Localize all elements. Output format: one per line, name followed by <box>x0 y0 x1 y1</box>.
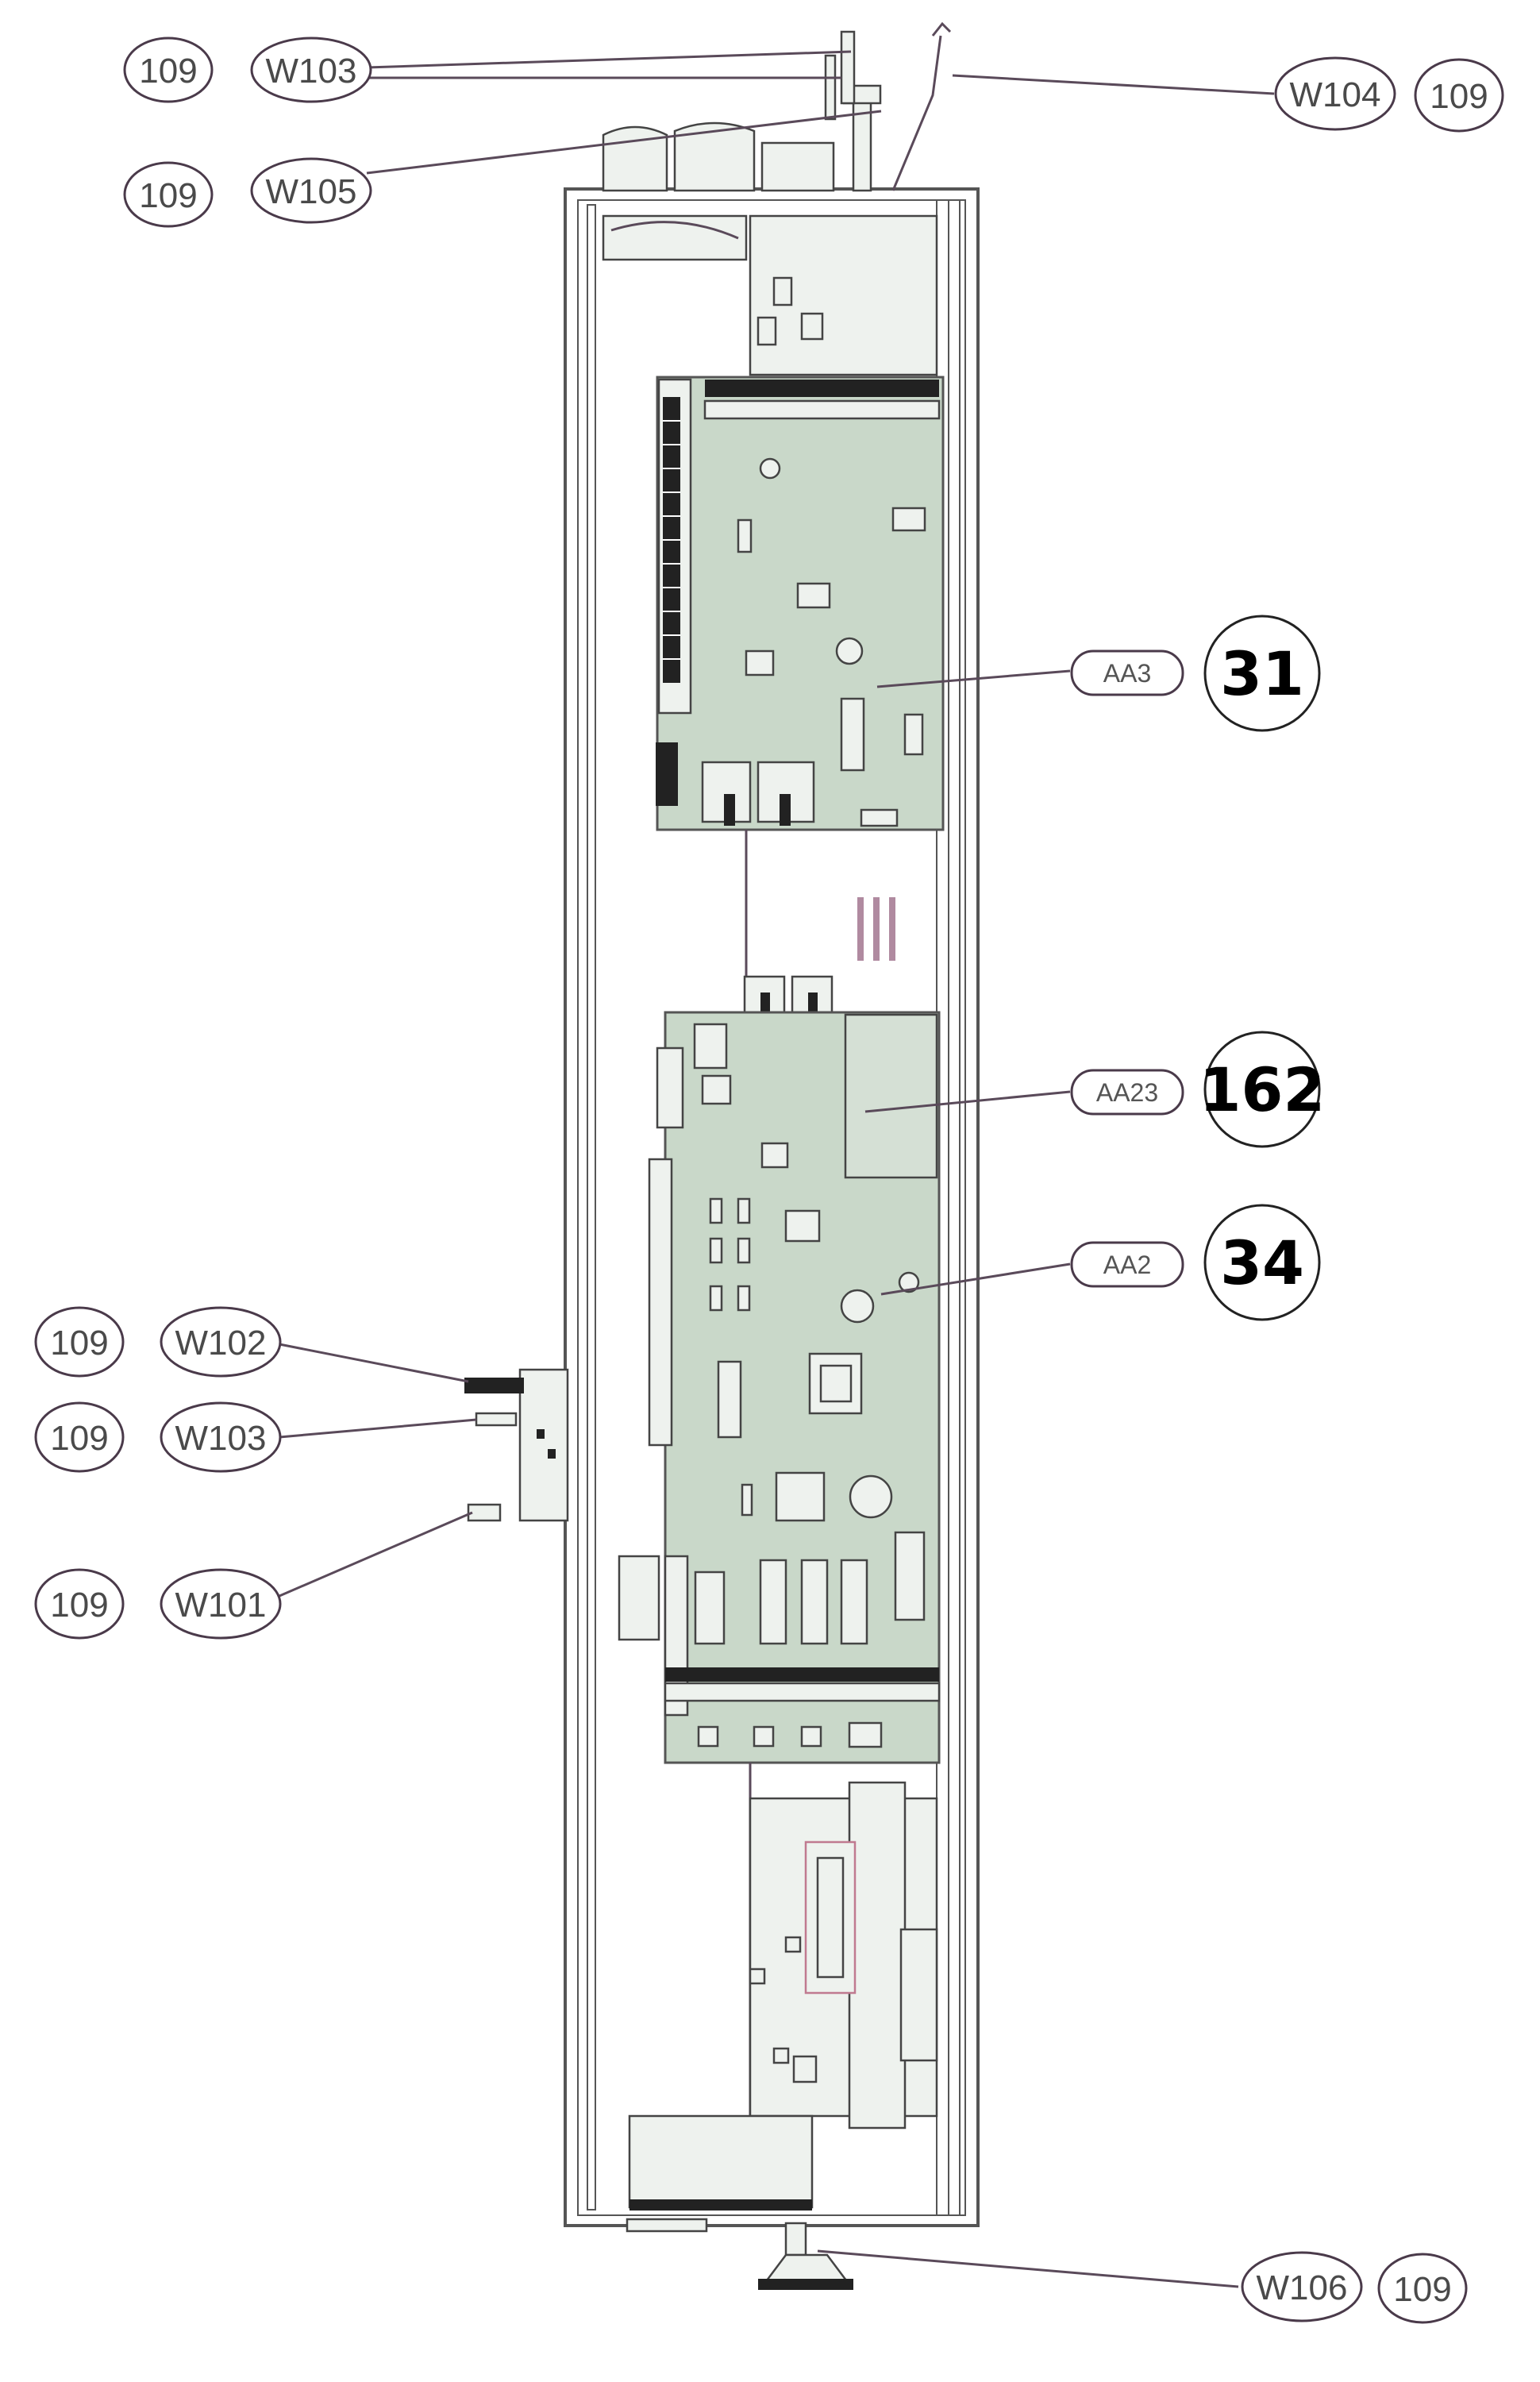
label-top-left-1: 109 W103 <box>123 37 372 103</box>
callout-aa23: AA23 162 <box>1070 1031 1326 1148</box>
board-code: AA23 <box>1096 1078 1158 1107</box>
code-label: W101 <box>175 1586 267 1625</box>
callout-aa2: AA2 34 <box>1070 1204 1321 1321</box>
side-connectors <box>464 1368 569 1522</box>
board-ref-circle <box>1203 1204 1321 1321</box>
label-left-2: 109 W103 <box>34 1401 282 1473</box>
code-label: W103 <box>175 1419 267 1458</box>
ref-bubble <box>34 1568 125 1640</box>
code-label: W105 <box>266 172 357 211</box>
top-fittings <box>602 21 952 261</box>
label-left-1: 109 W102 <box>34 1306 282 1378</box>
ref-number: 109 <box>50 1419 108 1458</box>
code-label: W103 <box>266 52 357 91</box>
ref-number: 109 <box>50 1586 108 1625</box>
ref-number: 109 <box>1393 2270 1451 2309</box>
board-code-bubble <box>1070 649 1184 696</box>
board-code-bubble <box>1070 1241 1184 1288</box>
board-aa2 <box>618 1011 941 1764</box>
board-code-bubble <box>1070 1069 1184 1116</box>
code-bubble <box>160 1568 282 1640</box>
ref-number: 109 <box>139 52 197 91</box>
board-code: AA3 <box>1103 659 1151 688</box>
code-label: W104 <box>1290 75 1381 114</box>
label-left-3: 109 W101 <box>34 1568 282 1640</box>
ref-bubble <box>34 1306 125 1378</box>
board-ref: 31 <box>1220 638 1304 709</box>
mid-connectors <box>743 897 895 1030</box>
code-bubble <box>160 1306 282 1378</box>
label-top-left-2: 109 W105 <box>123 157 372 228</box>
board-ref-circle <box>1203 1031 1321 1148</box>
board-ref: 162 <box>1199 1054 1326 1125</box>
ref-number: 109 <box>139 176 197 215</box>
leader-lines <box>279 50 1275 2288</box>
code-bubble <box>1274 56 1396 131</box>
upper-plate <box>749 214 938 376</box>
ref-bubble <box>34 1401 125 1473</box>
code-label: W102 <box>175 1324 267 1363</box>
ref-bubble <box>123 161 214 228</box>
ref-number: 109 <box>50 1324 108 1363</box>
ref-bubble <box>1377 2253 1468 2324</box>
board-aa3 <box>656 376 945 985</box>
board-code: AA2 <box>1103 1251 1151 1279</box>
code-bubble <box>250 157 372 224</box>
ref-number: 109 <box>1430 77 1488 116</box>
board-ref: 34 <box>1220 1228 1304 1298</box>
bottom-section <box>626 1763 938 2290</box>
code-bubble <box>1241 2251 1363 2322</box>
code-bubble <box>250 37 372 103</box>
code-label: W106 <box>1257 2268 1348 2307</box>
label-bottom-right: W106 109 <box>1241 2251 1468 2324</box>
ref-bubble <box>1414 58 1504 133</box>
label-top-right: W104 109 <box>1274 56 1504 133</box>
code-bubble <box>160 1401 282 1473</box>
callout-aa3: AA3 31 <box>1070 615 1321 732</box>
ref-bubble <box>123 37 214 103</box>
board-ref-circle <box>1203 615 1321 732</box>
